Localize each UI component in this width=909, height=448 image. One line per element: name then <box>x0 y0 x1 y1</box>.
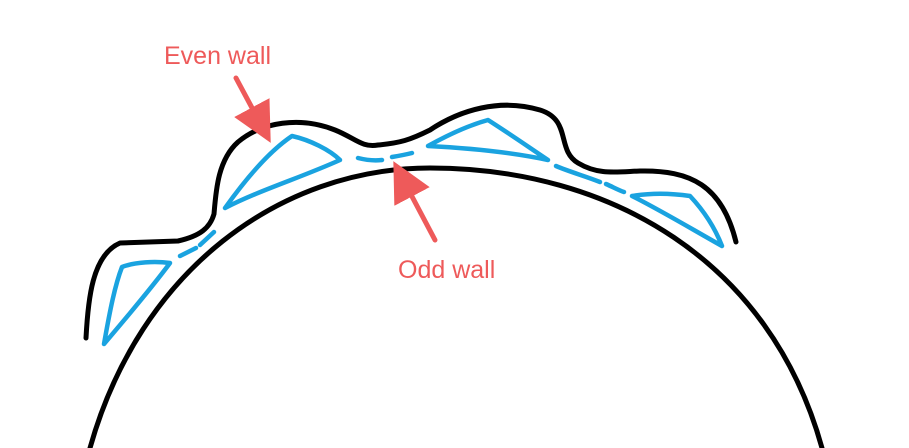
wall-cell-right <box>629 191 725 249</box>
outer-wavy-outline <box>83 102 739 341</box>
wall-dash-1 <box>177 245 199 259</box>
even-wall-arrow <box>233 75 271 143</box>
wall-cell-3 <box>425 117 551 163</box>
wall-dash-2 <box>197 229 217 248</box>
odd-wall-label: Odd wall <box>398 256 495 284</box>
odd-wall-dash-2 <box>389 150 415 160</box>
odd-wall-dash-1 <box>355 155 385 163</box>
inner-circle-arc <box>87 165 825 448</box>
even-wall-label: Even wall <box>164 42 271 70</box>
wall-dash-3 <box>553 163 603 185</box>
odd-wall-arrow <box>393 161 438 243</box>
wall-cell-2 <box>222 133 343 211</box>
walls <box>101 117 725 347</box>
wall-dash-4 <box>603 181 627 195</box>
wall-cell-left <box>101 259 173 347</box>
